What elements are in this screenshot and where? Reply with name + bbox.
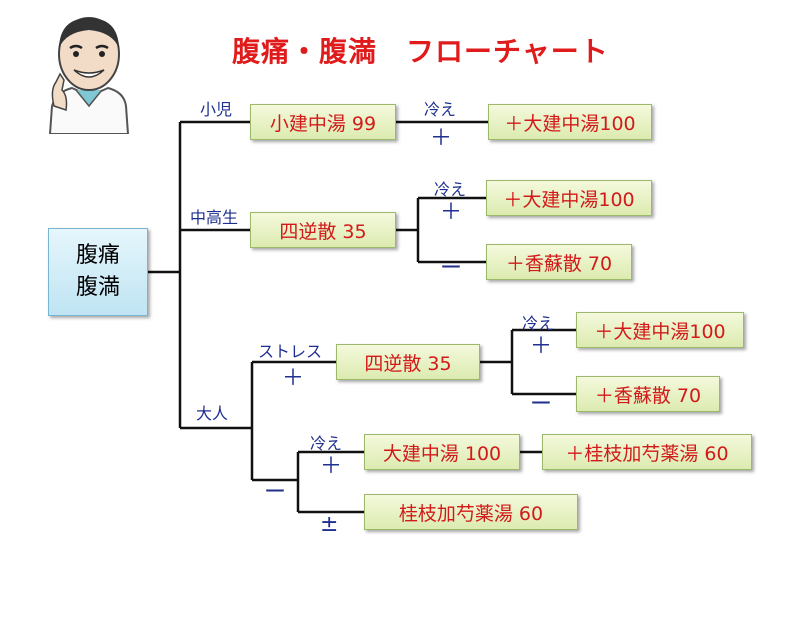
cold-label-4: 冷え	[310, 434, 343, 453]
minus-sign-2: ー	[530, 392, 553, 417]
box-add-kososan-1: ＋香蘇散 70	[486, 244, 632, 280]
minus-sign-1: ー	[440, 256, 463, 281]
box-shokenchuto: 小建中湯 99	[250, 104, 396, 140]
box-add-daikenchuto-3: ＋大建中湯100	[576, 312, 744, 348]
root-line1: 腹痛	[75, 243, 120, 268]
branch-adult-label: 大人	[196, 404, 229, 423]
box-add-daikenchuto-1: ＋大建中湯100	[488, 104, 652, 140]
box-keishikashakuyakuto: 桂枝加芍薬湯 60	[364, 494, 578, 530]
doctor-illustration	[48, 17, 130, 134]
plusminus-sign: ±	[320, 512, 339, 537]
cold-label-2: 冷え	[434, 180, 467, 199]
branch-child-label: 小児	[200, 100, 233, 119]
root-line2: 腹満	[75, 275, 120, 300]
box-add-kososan-2: ＋香蘇散 70	[576, 376, 720, 412]
plus-sign-3: ＋	[282, 366, 305, 391]
cold-label-1: 冷え	[424, 100, 457, 119]
branch-stress-label: ストレス	[258, 342, 323, 361]
plus-sign-1: ＋	[430, 126, 453, 151]
minus-sign-3: ー	[264, 480, 287, 505]
plus-sign-2: ＋	[440, 200, 463, 225]
box-shigyakusan-2: 四逆散 35	[336, 344, 480, 380]
box-daikenchuto: 大建中湯 100	[364, 434, 520, 470]
root-box: 腹痛 腹満	[48, 228, 148, 316]
page-title: 腹痛・腹満 フローチャート	[232, 35, 609, 68]
box-add-daikenchuto-2: ＋大建中湯100	[486, 180, 652, 216]
branch-middle-label: 中高生	[190, 208, 239, 227]
cold-label-3: 冷え	[522, 314, 555, 333]
plus-sign-4: ＋	[530, 334, 553, 359]
box-shigyakusan-1: 四逆散 35	[250, 212, 396, 248]
plus-sign-5: ＋	[320, 454, 343, 479]
box-add-keishikashakuyakuto: ＋桂枝加芍薬湯 60	[542, 434, 752, 470]
